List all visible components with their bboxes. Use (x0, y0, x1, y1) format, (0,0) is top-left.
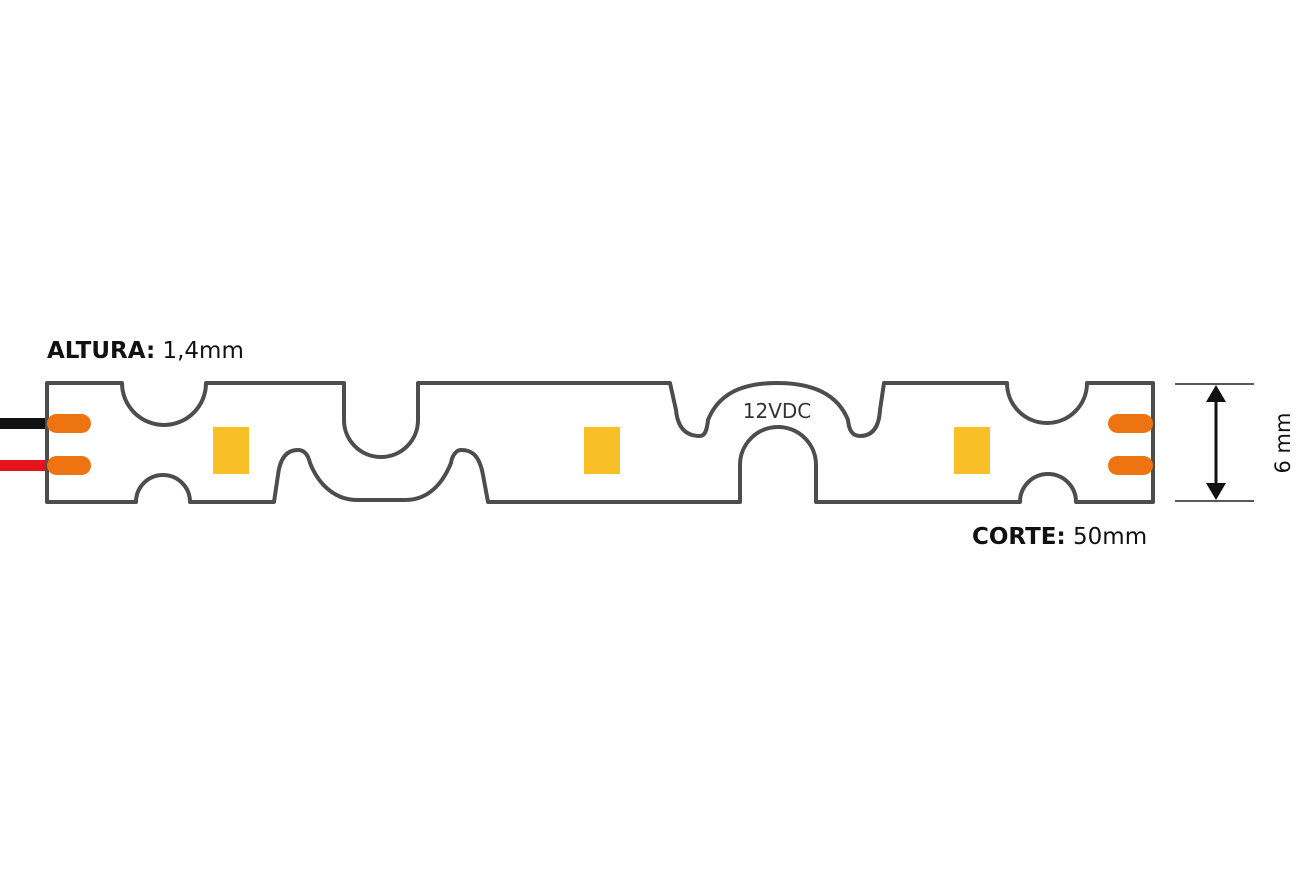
solder-pad-right-bottom (1108, 456, 1153, 475)
led-chip-3 (954, 427, 990, 474)
height-spec-label: ALTURA: (47, 338, 156, 364)
led-chip-2 (584, 427, 620, 474)
height-spec: ALTURA: 1,4mm (47, 340, 244, 363)
dimension-arrow-icon (1206, 385, 1226, 500)
solder-pad-left-bottom (47, 456, 91, 475)
cut-spec-label: CORTE: (972, 524, 1066, 550)
strip-outline (45, 381, 1155, 504)
solder-pad-right-top (1108, 414, 1153, 433)
width-spec-value: 6 mm (1271, 412, 1295, 474)
width-dimension (1175, 383, 1254, 502)
red-wire (0, 460, 48, 471)
solder-pad-left-top (47, 414, 91, 433)
led-chip-1 (213, 427, 249, 474)
voltage-label: 12VDC (742, 399, 812, 423)
black-wire (0, 418, 48, 429)
cut-spec: CORTE: 50mm (972, 526, 1147, 549)
height-spec-value: 1,4mm (162, 338, 244, 364)
cut-spec-value: 50mm (1073, 524, 1148, 550)
